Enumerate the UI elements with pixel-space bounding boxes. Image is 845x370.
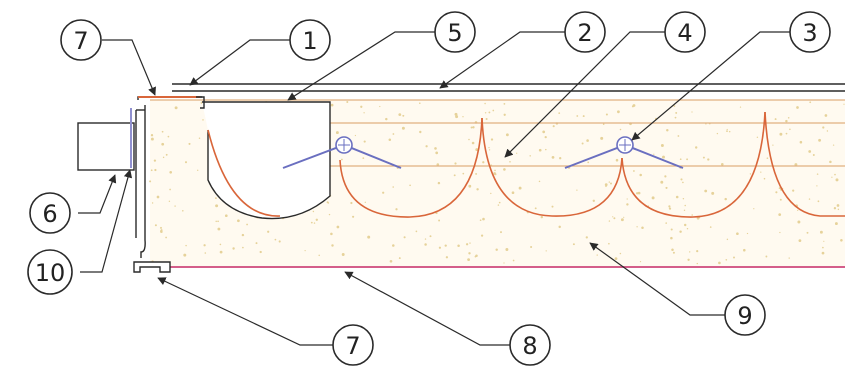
callout-3-label: 3: [802, 19, 817, 47]
callout-4: 4: [664, 11, 706, 53]
callout-7-bottom: 7: [332, 324, 374, 366]
manifold-lip: [196, 96, 205, 109]
callout-1: 1: [289, 19, 331, 61]
callout-2: 2: [564, 11, 606, 53]
callout-7-top-label: 7: [73, 27, 88, 55]
leader-lines: [78, 31, 790, 346]
bottom-clip: [133, 261, 171, 273]
callout-6: 6: [29, 192, 71, 234]
callout-7-top: 7: [60, 19, 102, 61]
callout-5-label: 5: [447, 19, 462, 47]
interior-lines: [150, 99, 845, 167]
wood-frame-stub: [77, 122, 135, 171]
reflector-curves: [207, 111, 845, 218]
callout-9-label: 9: [737, 302, 752, 330]
callout-8: 8: [509, 324, 551, 366]
callout-7-bottom-label: 7: [345, 332, 360, 360]
callout-3: 3: [789, 11, 831, 53]
callout-6-label: 6: [42, 200, 57, 228]
callout-8-label: 8: [522, 332, 537, 360]
tube-centers: [338, 139, 631, 151]
manifold-header: [202, 101, 331, 220]
callout-1-label: 1: [302, 27, 317, 55]
insulation-specks: [149, 100, 845, 265]
callout-9: 9: [724, 294, 766, 336]
callout-10-label: 10: [35, 259, 66, 287]
callout-2-label: 2: [577, 19, 592, 47]
casing-lines: [172, 83, 845, 92]
callout-10: 10: [27, 249, 73, 295]
callout-4-label: 4: [677, 19, 692, 47]
callout-5: 5: [434, 11, 476, 53]
